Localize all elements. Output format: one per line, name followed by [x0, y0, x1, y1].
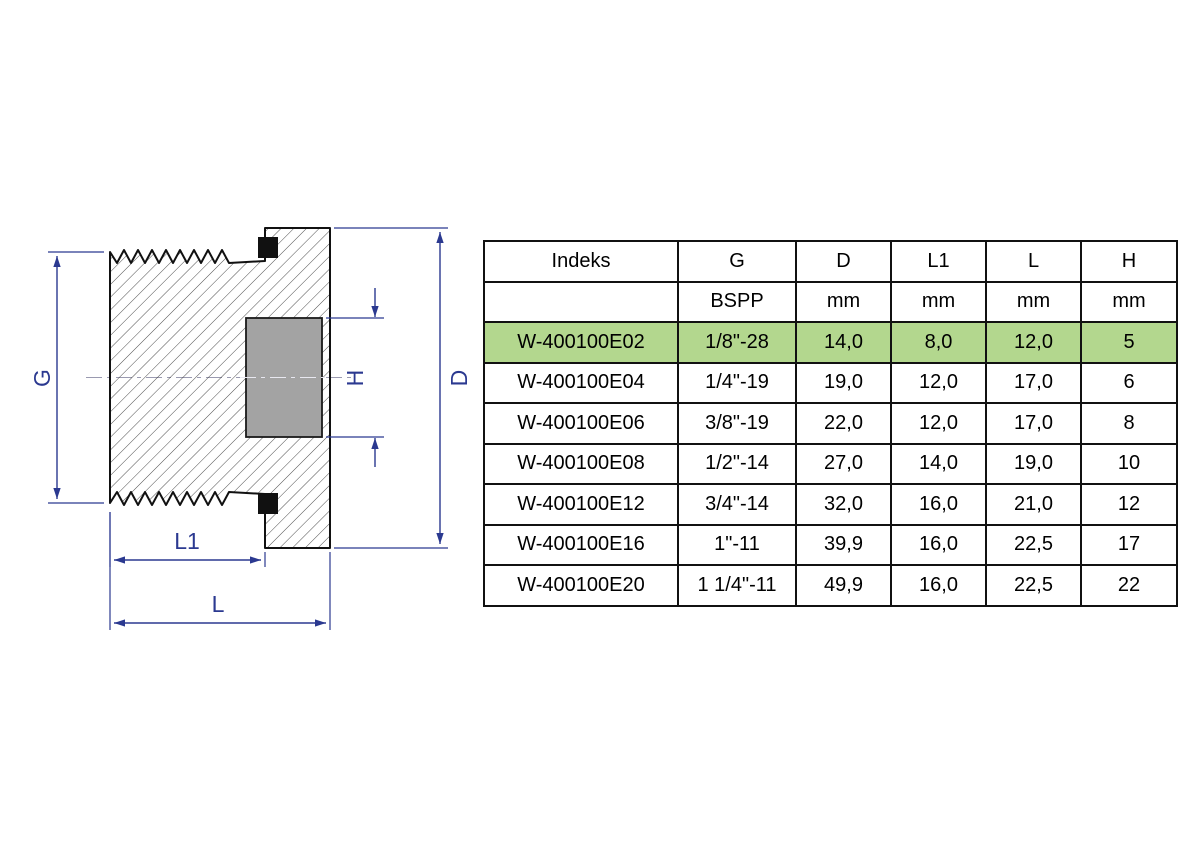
seal-ring-top — [258, 237, 278, 258]
table-cell: 16,0 — [890, 483, 987, 526]
table-cell: 16,0 — [890, 564, 987, 607]
table-header-cell: D — [795, 240, 892, 283]
table-cell: 10 — [1080, 442, 1178, 485]
table-cell: 17,0 — [985, 402, 1082, 445]
table-header-cell: L — [985, 240, 1082, 283]
table-cell: 27,0 — [795, 442, 892, 485]
table-cell: 21,0 — [985, 483, 1082, 526]
table-cell: 1/8"-28 — [677, 321, 797, 364]
table-cell: 22,0 — [795, 402, 892, 445]
table-cell: 19,0 — [795, 361, 892, 404]
dim-G: G — [29, 251, 104, 504]
table-cell: 1 1/4"-11 — [677, 564, 797, 607]
dim-label-g: G — [29, 369, 55, 387]
seal-ring-bottom — [258, 493, 278, 514]
table-header-cell: H — [1080, 240, 1178, 283]
table-cell: W-400100E08 — [483, 442, 679, 485]
table-cell: 32,0 — [795, 483, 892, 526]
table-units-cell — [483, 280, 679, 323]
table-cell: W-400100E06 — [483, 402, 679, 445]
dim-label-l1: L1 — [174, 528, 200, 554]
table-cell: 5 — [1080, 321, 1178, 364]
table-cell: 12,0 — [890, 361, 987, 404]
dim-L1: L1 — [109, 512, 266, 567]
dim-label-h: H — [342, 370, 368, 387]
technical-drawing: G D H L1 L — [29, 227, 472, 630]
table-cell: 1"-11 — [677, 523, 797, 566]
dim-H: H — [326, 288, 384, 467]
table-header-cell: Indeks — [483, 240, 679, 283]
table-cell: 12 — [1080, 483, 1178, 526]
dim-label-l: L — [212, 591, 225, 617]
dim-L: L — [109, 512, 331, 630]
table-units-cell: BSPP — [677, 280, 797, 323]
table-units-cell: mm — [890, 280, 987, 323]
table-cell: 3/4"-14 — [677, 483, 797, 526]
table-cell: 12,0 — [985, 321, 1082, 364]
table-cell: 22,5 — [985, 564, 1082, 607]
table-units-cell: mm — [795, 280, 892, 323]
table-cell: 8,0 — [890, 321, 987, 364]
table-cell: 22,5 — [985, 523, 1082, 566]
plug-cross-section — [109, 227, 331, 549]
table-cell: W-400100E12 — [483, 483, 679, 526]
table-cell: 3/8"-19 — [677, 402, 797, 445]
table-cell: 22 — [1080, 564, 1178, 607]
table-cell: 19,0 — [985, 442, 1082, 485]
table-cell: 6 — [1080, 361, 1178, 404]
table-cell: W-400100E02 — [483, 321, 679, 364]
table-cell: 17 — [1080, 523, 1178, 566]
table-units-cell: mm — [1080, 280, 1178, 323]
dim-D: D — [334, 227, 472, 549]
table-cell: 17,0 — [985, 361, 1082, 404]
table-cell: 12,0 — [890, 402, 987, 445]
table-header-cell: L1 — [890, 240, 987, 283]
table-cell: 14,0 — [795, 321, 892, 364]
table-cell: W-400100E16 — [483, 523, 679, 566]
table-cell: 14,0 — [890, 442, 987, 485]
table-cell: 1/4"-19 — [677, 361, 797, 404]
table-cell: 16,0 — [890, 523, 987, 566]
table-units-cell: mm — [985, 280, 1082, 323]
table-cell: W-400100E04 — [483, 361, 679, 404]
table-cell: 39,9 — [795, 523, 892, 566]
table-cell: 8 — [1080, 402, 1178, 445]
table-header-cell: G — [677, 240, 797, 283]
dim-label-d: D — [446, 370, 472, 387]
table-cell: 49,9 — [795, 564, 892, 607]
table-cell: W-400100E20 — [483, 564, 679, 607]
table-cell: 1/2"-14 — [677, 442, 797, 485]
